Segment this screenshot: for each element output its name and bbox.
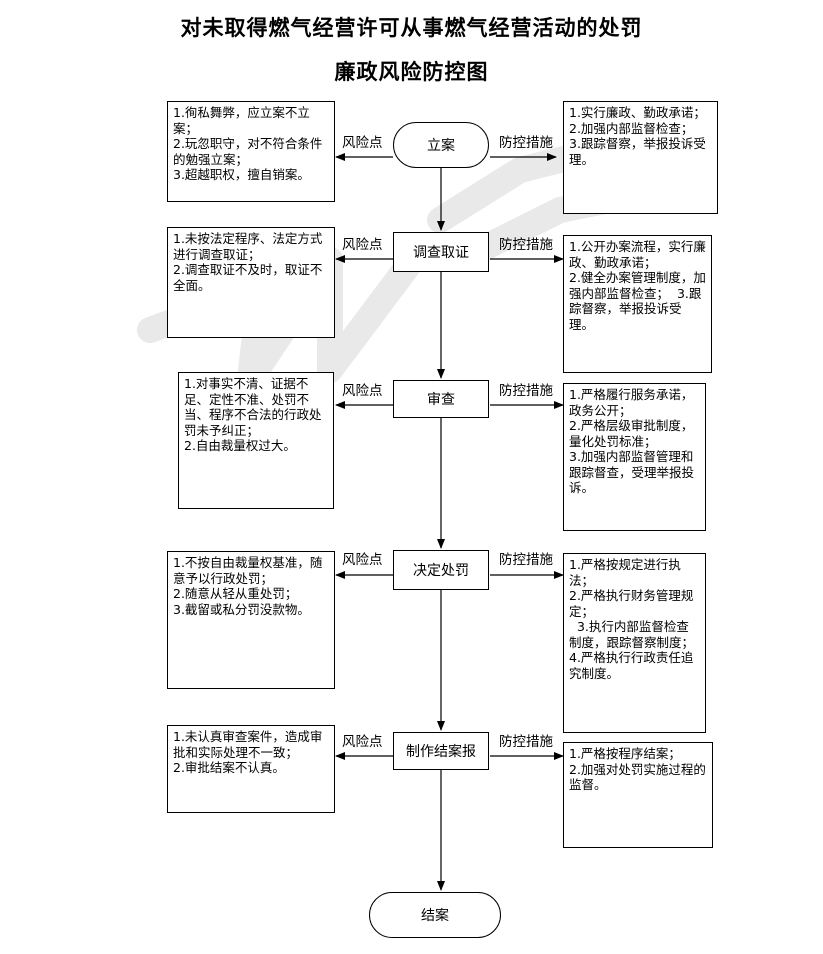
control-label: 防控措施	[499, 237, 553, 253]
end-node-close-case: 结案	[369, 892, 501, 938]
step-node-investigation: 调查取证	[393, 232, 489, 272]
risk-label: 风险点	[342, 552, 383, 568]
control-box-investigation: 1.公开办案流程，实行廉政、勤政承诺； 2.健全办案管理制度，加强内部监督检查；…	[563, 235, 712, 373]
control-box-file-case: 1.实行廉政、勤政承诺； 2.加强内部监督检查； 3.跟踪督察，举报投诉受理。	[563, 101, 718, 214]
risk-label: 风险点	[342, 237, 383, 253]
control-label: 防控措施	[499, 734, 553, 750]
risk-label: 风险点	[342, 135, 383, 151]
diagram-subtitle: 廉政风险防控图	[334, 60, 489, 84]
control-label: 防控措施	[499, 135, 553, 151]
risk-box-penalty-decision: 1.不按自由裁量权基准，随意予以行政处罚； 2.随意从轻从重处罚； 3.截留或私…	[167, 551, 335, 689]
step-node-review: 审查	[393, 380, 489, 418]
step-node-closing-report: 制作结案报	[393, 732, 489, 770]
risk-box-file-case: 1.徇私舞弊，应立案不立案； 2.玩忽职守，对不符合条件的勉强立案； 3.超越职…	[167, 101, 335, 202]
risk-box-investigation: 1.未按法定程序、法定方式进行调查取证； 2.调查取证不及时，取证不全面。	[167, 227, 335, 338]
control-box-review: 1.严格履行服务承诺，政务公开； 2.严格层级审批制度，量化处罚标准； 3.加强…	[563, 383, 706, 531]
risk-label: 风险点	[342, 383, 383, 399]
risk-box-review: 1.对事实不清、证据不足、定性不准、处罚不当、程序不合法的行政处罚未予纠正； 2…	[178, 372, 334, 509]
control-box-penalty-decision: 1.严格按规定进行执法； 2.严格执行财务管理规定； 3.执行内部监督检查制度，…	[563, 553, 706, 733]
control-box-closing-report: 1.严格按程序结案； 2.加强对处罚实施过程的监督。	[563, 742, 713, 848]
diagram-title: 对未取得燃气经营许可从事燃气经营活动的处罚	[180, 16, 643, 40]
risk-box-closing-report: 1.未认真审查案件，造成审批和实际处理不一致； 2.审批结案不认真。	[167, 725, 335, 813]
control-label: 防控措施	[499, 383, 553, 399]
control-label: 防控措施	[499, 552, 553, 568]
step-node-penalty-decision: 决定处罚	[393, 550, 489, 590]
risk-label: 风险点	[342, 734, 383, 750]
step-node-file-case: 立案	[393, 122, 489, 168]
